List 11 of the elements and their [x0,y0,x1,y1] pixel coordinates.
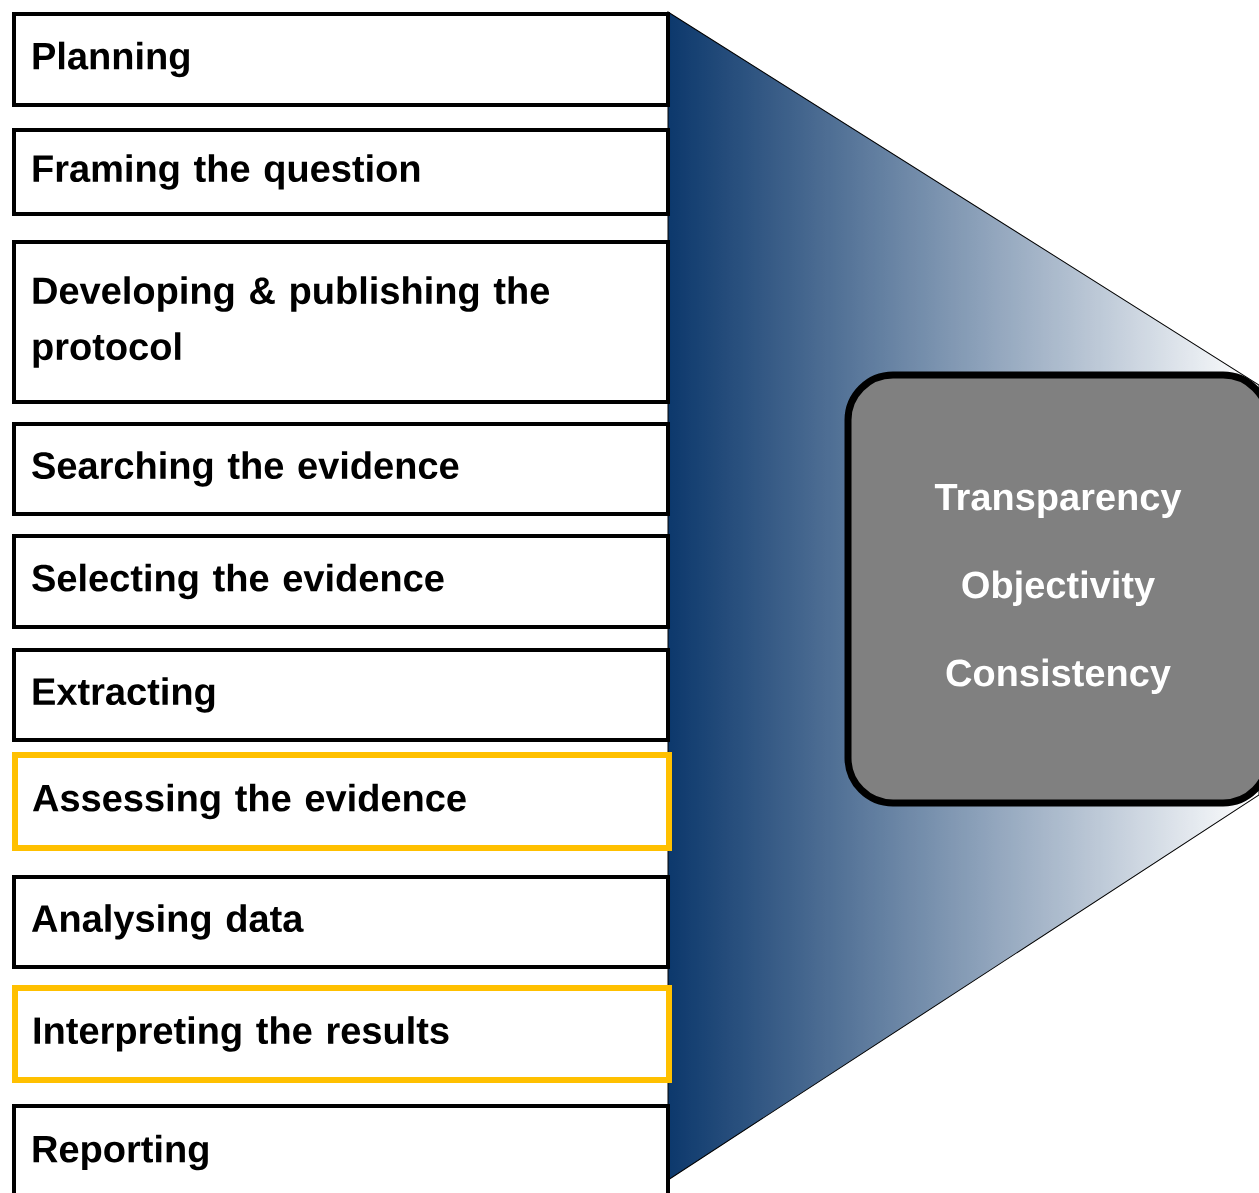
step-box: Extracting [12,648,670,742]
principles-box: Transparency Objectivity Consistency [844,371,1259,807]
step-box: Developing & publishing the protocol [12,240,670,404]
step-box: Selecting the evidence [12,534,670,629]
step-box: Reporting [12,1104,670,1193]
step-box: Planning [12,12,670,107]
step-box: Searching the evidence [12,422,670,516]
step-box: Interpreting the results [12,985,672,1083]
step-box: Analysing data [12,875,670,969]
step-box: Assessing the evidence [12,752,672,851]
step-box: Framing the question [12,127,670,216]
